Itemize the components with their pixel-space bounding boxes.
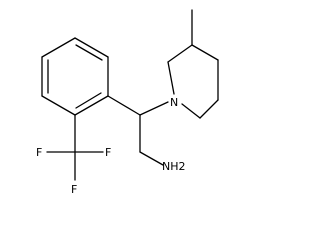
piperidine-ring <box>167 44 219 119</box>
benzene-bond <box>74 95 109 116</box>
ch-n-bond <box>139 101 169 116</box>
nitrogen-label: N <box>170 96 178 109</box>
aromatic-double-bond <box>75 92 102 109</box>
piperidine-bond <box>181 103 201 119</box>
piperidine-bond <box>191 44 219 61</box>
structural-formula: N F F F NH2 <box>36 9 219 196</box>
fluorine-label: F <box>36 146 42 159</box>
piperidine-bond <box>167 61 175 95</box>
amine-label: NH2 <box>162 160 186 173</box>
ch2-nh2-bond <box>139 151 164 166</box>
piperidine-bond <box>199 99 219 119</box>
benzene-ring <box>41 37 109 116</box>
benzene-bond <box>74 37 109 58</box>
benzene-bond <box>41 95 76 116</box>
fluorine-label: F <box>105 146 111 159</box>
piperidine-bond <box>167 44 193 63</box>
aryl-ch-bond <box>107 95 141 116</box>
aromatic-double-bond <box>75 44 103 61</box>
benzene-bond <box>41 37 76 58</box>
fluorine-label: F <box>71 183 77 196</box>
